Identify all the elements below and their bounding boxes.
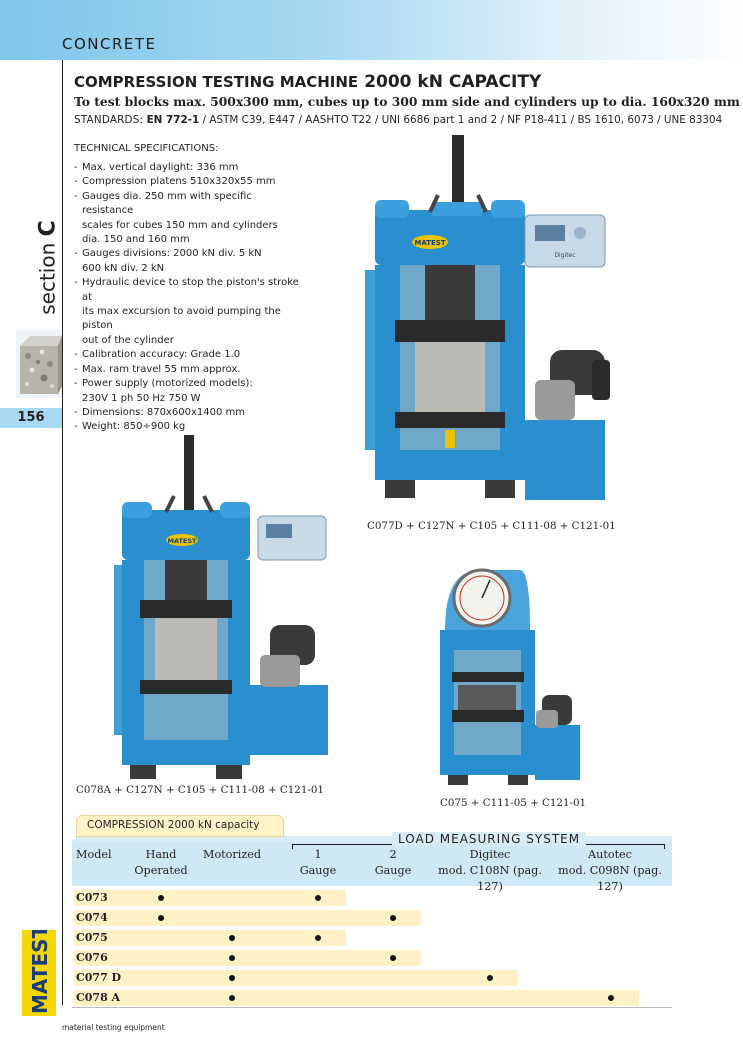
standards-label: STANDARDS:	[74, 114, 144, 126]
col-header-autotec: Autotec mod. C098N (pag. 127)	[558, 848, 662, 893]
col-header-motorized: Motorized	[202, 848, 262, 861]
col-header-gauge2: 2 Gauge	[374, 848, 412, 877]
page-number-box	[0, 408, 62, 428]
col-header-hand: Hand Operated	[134, 848, 188, 877]
standards-line: STANDARDS: EN 772-1 / ASTM C39, E447 / A…	[74, 114, 722, 126]
row-model: C078 A	[76, 991, 121, 1004]
spec-item: Compression platens 510x320x55 mm	[74, 175, 304, 190]
concrete-cube-thumbnail	[16, 330, 62, 398]
spec-item: Calibration accuracy: Grade 1.0	[74, 348, 304, 363]
availability-dot-gauge1	[315, 895, 321, 901]
col-header-model: Model	[76, 848, 112, 861]
control-panel-label: Digitec	[554, 252, 575, 259]
machine-brand-label: MATEST	[414, 239, 445, 247]
row-model: C073	[76, 891, 108, 904]
availability-dot-digitec	[487, 975, 493, 981]
availability-dot-motorized	[229, 975, 235, 981]
section-label: section C	[18, 210, 78, 330]
section-word: section	[35, 242, 60, 315]
spec-item: Power supply (motorized models): 230V 1 …	[74, 377, 304, 406]
product-title: COMPRESSION TESTING MACHINE 2000 kN CAPAC…	[74, 72, 541, 92]
row-model: C077 D	[76, 971, 122, 984]
spec-item: Dimensions: 870x600x1400 mm	[74, 406, 304, 421]
caption-c075: C075 + C111-05 + C121-01	[440, 797, 587, 809]
availability-dot-hand	[158, 895, 164, 901]
availability-dot-autotec	[608, 995, 614, 1001]
availability-dot-gauge2	[390, 915, 396, 921]
product-subtitle: To test blocks max. 500x300 mm, cubes up…	[74, 94, 740, 109]
spec-item: Weight: 850÷900 kg	[74, 420, 304, 435]
availability-dot-gauge1	[315, 935, 321, 941]
machine-image-c075	[440, 568, 580, 785]
spec-item: Gauges dia. 250 mm with specific resista…	[74, 190, 304, 248]
availability-dot-motorized	[229, 935, 235, 941]
caption-c078a: C078A + C127N + C105 + C111-08 + C121-01	[76, 784, 324, 796]
group-rule-tick-left	[292, 844, 293, 849]
left-rule	[62, 60, 63, 1005]
table-header-background	[72, 840, 672, 886]
section-name: CONCRETE	[62, 35, 157, 53]
machine-image-c077d: MATEST Digitec	[365, 135, 610, 500]
availability-dot-gauge2	[390, 955, 396, 961]
group-rule-tick-right	[664, 844, 665, 849]
spec-list: Max. vertical daylight: 336 mm Compressi…	[74, 161, 304, 435]
table-row	[74, 950, 421, 966]
col-header-gauge1: 1 Gauge	[299, 848, 337, 877]
spec-heading: TECHNICAL SPECIFICATIONS:	[74, 143, 219, 154]
header-band	[0, 0, 743, 60]
spec-item: Max. vertical daylight: 336 mm	[74, 161, 304, 176]
table-row	[74, 970, 518, 986]
caption-c077d: C077D + C127N + C105 + C111-08 + C121-01	[367, 520, 616, 532]
row-model: C074	[76, 911, 108, 924]
group-label: LOAD MEASURING SYSTEM	[392, 832, 587, 846]
availability-dot-motorized	[229, 995, 235, 1001]
col-header-digitec: Digitec mod. C108N (pag. 127)	[438, 848, 542, 893]
availability-dot-hand	[158, 915, 164, 921]
matest-logo: MATEST	[22, 930, 56, 1016]
section-letter: C	[35, 220, 61, 237]
table-row	[74, 990, 639, 1006]
row-model: C076	[76, 951, 108, 964]
table-row	[74, 930, 346, 946]
spec-item: Gauges divisions: 2000 kN div. 5 kN 600 …	[74, 247, 304, 276]
capacity-text: 2000 kN CAPACITY	[364, 72, 542, 92]
table-tab-band	[76, 836, 672, 842]
footer-text: material testing equipment	[62, 1023, 165, 1032]
page-number: 156	[17, 410, 45, 425]
machine-brand-label: MATEST	[168, 537, 198, 545]
availability-dot-motorized	[229, 955, 235, 961]
logo-text: MATEST	[28, 930, 52, 1014]
row-model: C075	[76, 931, 108, 944]
table-tab: COMPRESSION 2000 kN capacity	[76, 815, 284, 837]
standards-rest: / ASTM C39, E447 / AASHTO T22 / UNI 6686…	[202, 114, 723, 126]
table-row	[74, 910, 421, 926]
title-text: COMPRESSION TESTING MACHINE	[74, 73, 359, 91]
machine-image-c078a: MATEST	[114, 435, 328, 779]
standards-primary: EN 772-1	[146, 114, 200, 126]
spec-item: Max. ram travel 55 mm approx.	[74, 363, 304, 378]
spec-item: Hydraulic device to stop the piston's st…	[74, 276, 304, 348]
table-row	[74, 890, 346, 906]
table-bottom-rule	[72, 1007, 672, 1008]
